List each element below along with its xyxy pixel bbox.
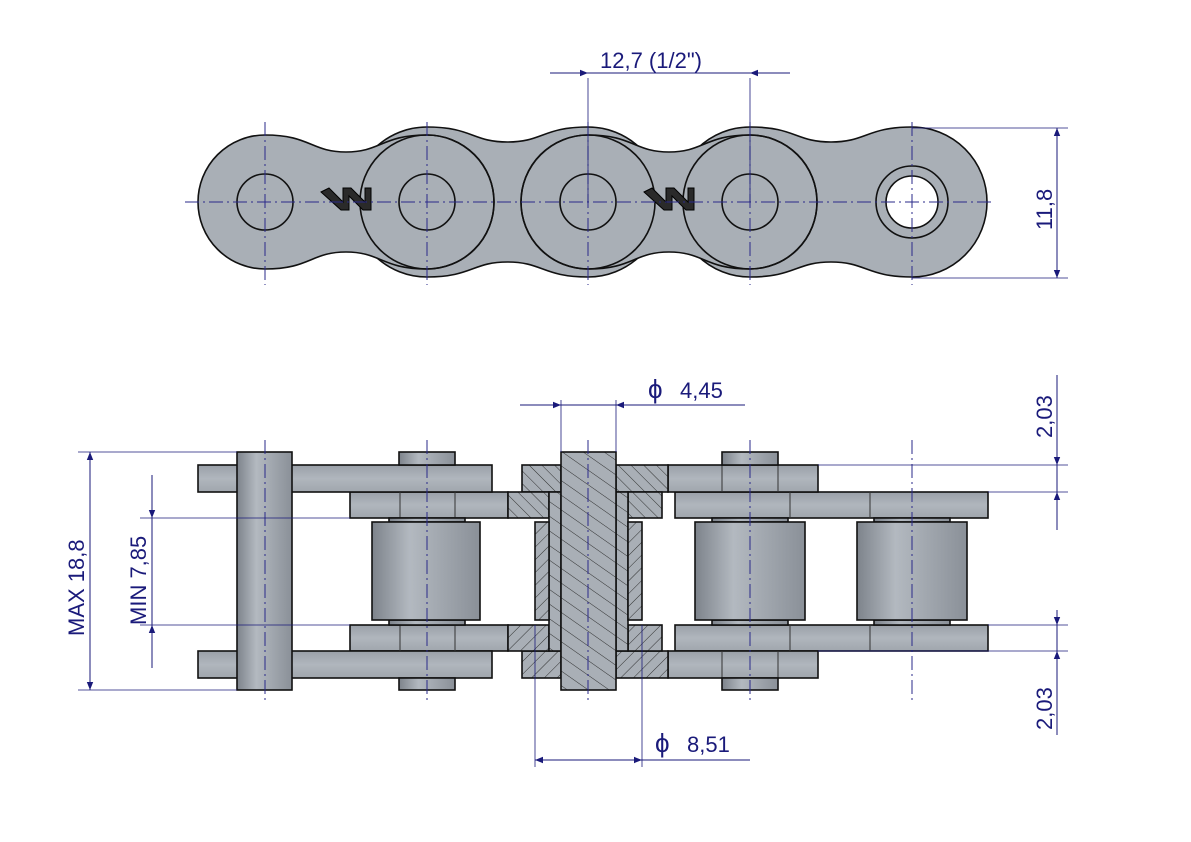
section-outer-plate (521, 650, 562, 679)
section-inner-plate (507, 624, 550, 652)
section-roller (627, 521, 643, 621)
pitch-label: 12,7 (1/2") (600, 48, 702, 73)
pin-diameter-label: 4,45 (680, 378, 723, 403)
section-bushing (548, 491, 562, 652)
section-outer-plate (521, 464, 562, 493)
min-inner-width-label: MIN 7,85 (126, 536, 151, 625)
side-view (197, 440, 989, 700)
outer-plate (667, 650, 819, 679)
pin-diameter-symbol: ϕ (648, 374, 663, 404)
plate-height-label: 11,8 (1032, 189, 1057, 230)
inner-plate (674, 624, 989, 652)
max-width-label: MAX 18,8 (64, 539, 89, 636)
section-outer-plate (615, 464, 669, 493)
inner-plate (349, 624, 509, 652)
outer-plate (667, 464, 819, 493)
dimensions (78, 69, 1068, 767)
section-inner-plate (627, 491, 663, 519)
logo-w-icon (320, 187, 372, 211)
roller-diameter-symbol: ϕ (655, 728, 670, 758)
plate-thickness-bottom-label: 2,03 (1032, 687, 1057, 730)
section-bushing (615, 491, 629, 652)
inner-plate (674, 491, 989, 519)
section-inner-plate (627, 624, 663, 652)
roller (371, 521, 481, 621)
plate-thickness-top-label: 2,03 (1032, 395, 1057, 438)
section-roller (534, 521, 550, 621)
roller-diameter-label: 8,51 (687, 732, 730, 757)
inner-plate (349, 491, 509, 519)
top-view (185, 122, 995, 285)
section-inner-plate (507, 491, 550, 519)
logo-w-icon (643, 187, 695, 211)
